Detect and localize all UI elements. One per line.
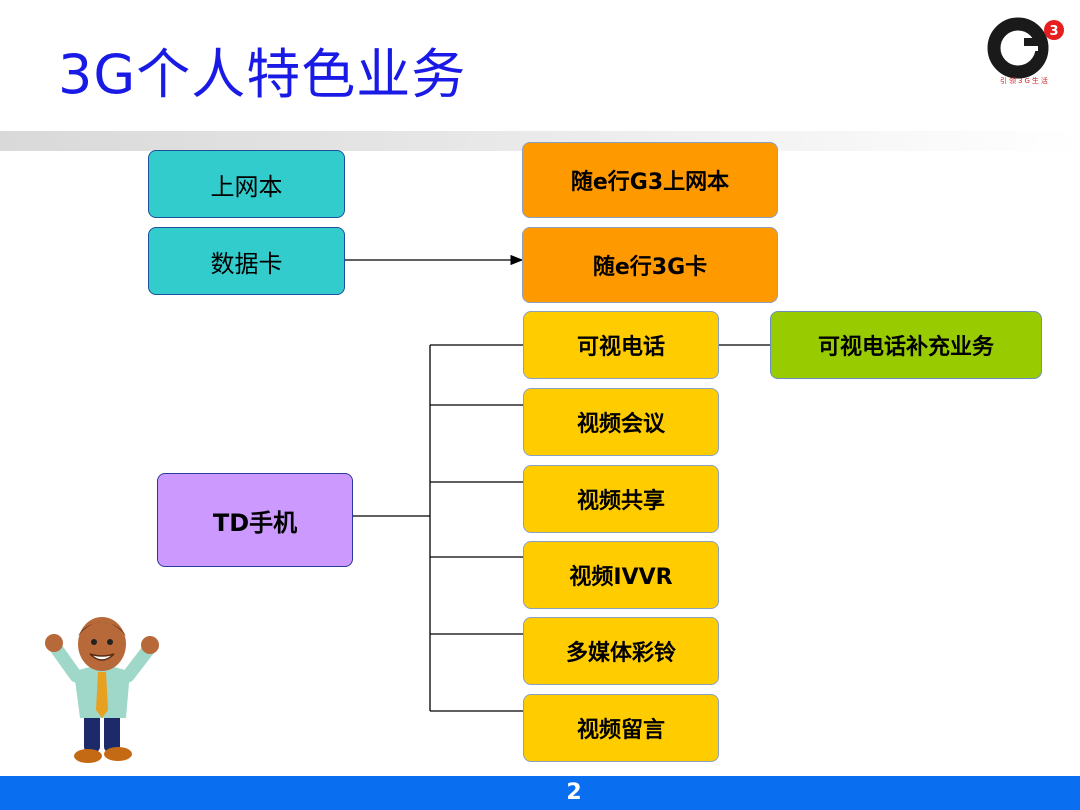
cheering-man-mascot-icon (40, 610, 165, 770)
node-3g-card: 随e行3G卡 (522, 227, 778, 303)
node-videocall-extra: 可视电话补充业务 (770, 311, 1042, 379)
node-datacard: 数据卡 (148, 227, 345, 295)
node-videoshare: 视频共享 (523, 465, 719, 533)
logo-tagline: 引领3G生活 (1000, 77, 1050, 85)
slide-title: 3G个人特色业务 (58, 43, 467, 106)
node-video-message: 视频留言 (523, 694, 719, 762)
g3-logo-icon: 3 (984, 12, 1070, 92)
node-videoconf: 视频会议 (523, 388, 719, 456)
title-divider-band (0, 131, 1080, 151)
node-td-phone: TD手机 (157, 473, 353, 567)
node-videocall: 可视电话 (523, 311, 719, 379)
node-g3-netbook: 随e行G3上网本 (522, 142, 778, 218)
footer-bar (0, 776, 1080, 810)
node-netbook: 上网本 (148, 150, 345, 218)
node-ivvr: 视频IVVR (523, 541, 719, 609)
svg-text:3: 3 (1049, 24, 1058, 39)
page-number: 2 (566, 780, 582, 805)
node-mm-ringtone: 多媒体彩铃 (523, 617, 719, 685)
